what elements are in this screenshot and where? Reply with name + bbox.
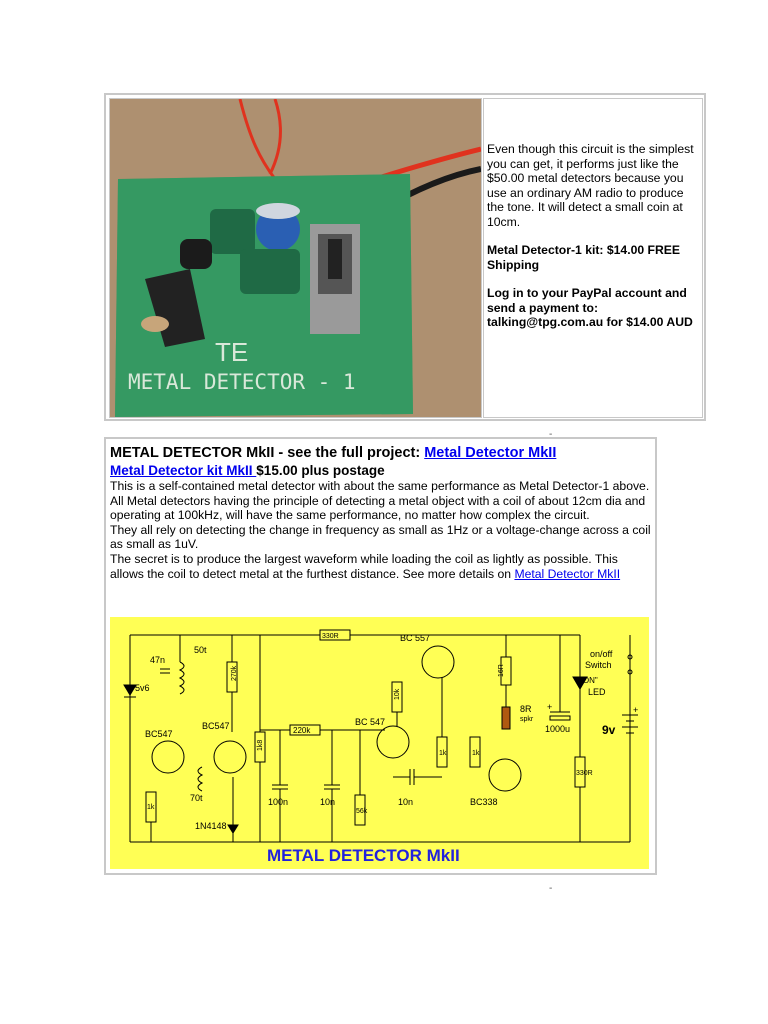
lbl-bc547-a: BC547	[145, 729, 173, 739]
schematic-diagram: 330R BC 557 16R on/off Switch "ON" LED 4…	[123, 629, 638, 865]
lbl-10k: 10k	[394, 688, 401, 700]
lbl-1000u: 1000u	[545, 724, 570, 734]
lbl-56k: 56k	[356, 808, 368, 815]
lbl-plus-cap: +	[547, 702, 552, 712]
lbl-10n-a: 10n	[320, 797, 335, 807]
lbl-1k-b: 1k	[472, 750, 480, 757]
lbl-onoff: on/off	[590, 649, 613, 659]
kit1-table: TE METAL DETECTOR - 1 Even though this c…	[104, 93, 706, 421]
mk2-kit-link[interactable]: Metal Detector kit MkII	[110, 463, 257, 478]
lbl-16r: 16R	[498, 664, 505, 677]
lbl-270k: 270k	[231, 665, 238, 681]
lbl-switch: Switch	[585, 660, 612, 670]
kit1-paypal: Log in to your PayPal account and send a…	[487, 286, 693, 329]
metal-detector-1-photo: TE METAL DETECTOR - 1	[110, 99, 481, 417]
lbl-8r: 8R	[520, 704, 532, 714]
schematic-title: METAL DETECTOR MkII	[267, 846, 460, 865]
separator-dash-2: -	[549, 883, 553, 894]
mk2-block: METAL DETECTOR MkII - see the full proje…	[104, 437, 657, 875]
lbl-led: LED	[588, 687, 606, 697]
mk2-title: METAL DETECTOR MkII - see the full proje…	[110, 445, 653, 462]
lbl-bc547-b: BC547	[202, 721, 230, 731]
mk2-para-3: They all rely on detecting the change in…	[110, 522, 651, 552]
mk2-title-text: METAL DETECTOR MkII - see the full proje…	[110, 445, 425, 461]
lbl-100n: 100n	[268, 797, 288, 807]
lbl-9v: 9v	[602, 723, 616, 737]
lbl-pot-1k: 1k	[147, 804, 155, 811]
kit1-price: Metal Detector-1 kit: $14.00 FREE Shippi…	[487, 243, 681, 272]
pcb-mark: TE	[215, 337, 248, 367]
mk2-details-link[interactable]: Metal Detector MkII	[514, 566, 621, 581]
kit1-photo: TE METAL DETECTOR - 1	[109, 98, 482, 418]
mk2-para-4: The secret is to produce the largest wav…	[110, 551, 618, 581]
lbl-on: "ON"	[580, 676, 598, 685]
mk2-para-2: All Metal detectors having the principle…	[110, 493, 646, 523]
lbl-bc338: BC338	[470, 797, 498, 807]
lbl-5v6: 5v6	[135, 683, 150, 693]
pcb-label: METAL DETECTOR - 1	[128, 370, 356, 394]
lbl-330r-b: 330R	[576, 770, 593, 777]
lbl-220k: 220k	[293, 726, 311, 735]
lbl-bc557: BC 557	[400, 633, 430, 643]
lbl-50t: 50t	[194, 645, 207, 655]
mk2-kit-price: $15.00 plus postage	[256, 463, 385, 478]
lbl-1k8: 1k8	[257, 740, 264, 751]
mk2-project-link[interactable]: Metal Detector MkII	[424, 445, 557, 461]
lbl-10n-b: 10n	[398, 797, 413, 807]
lbl-1k-a: 1k	[439, 750, 447, 757]
lbl-bc547-c: BC 547	[355, 717, 385, 727]
lbl-1n4148: 1N4148	[195, 821, 227, 831]
mk2-para-1: This is a self-contained metal detector …	[110, 479, 650, 493]
separator-dash: -	[549, 429, 553, 440]
mk2-schematic: 330R BC 557 16R on/off Switch "ON" LED 4…	[110, 617, 649, 869]
lbl-plus-batt: +	[633, 705, 638, 715]
kit1-description: Even though this circuit is the simplest…	[487, 142, 694, 229]
schematic-labels: 330R BC 557 16R on/off Switch "ON" LED 4…	[135, 633, 638, 831]
lbl-70t: 70t	[190, 793, 203, 803]
kit1-info-cell: Even though this circuit is the simplest…	[483, 98, 703, 418]
lbl-47n: 47n	[150, 655, 165, 665]
lbl-spkr: spkr	[520, 716, 534, 723]
lbl-330r-top: 330R	[322, 633, 339, 640]
